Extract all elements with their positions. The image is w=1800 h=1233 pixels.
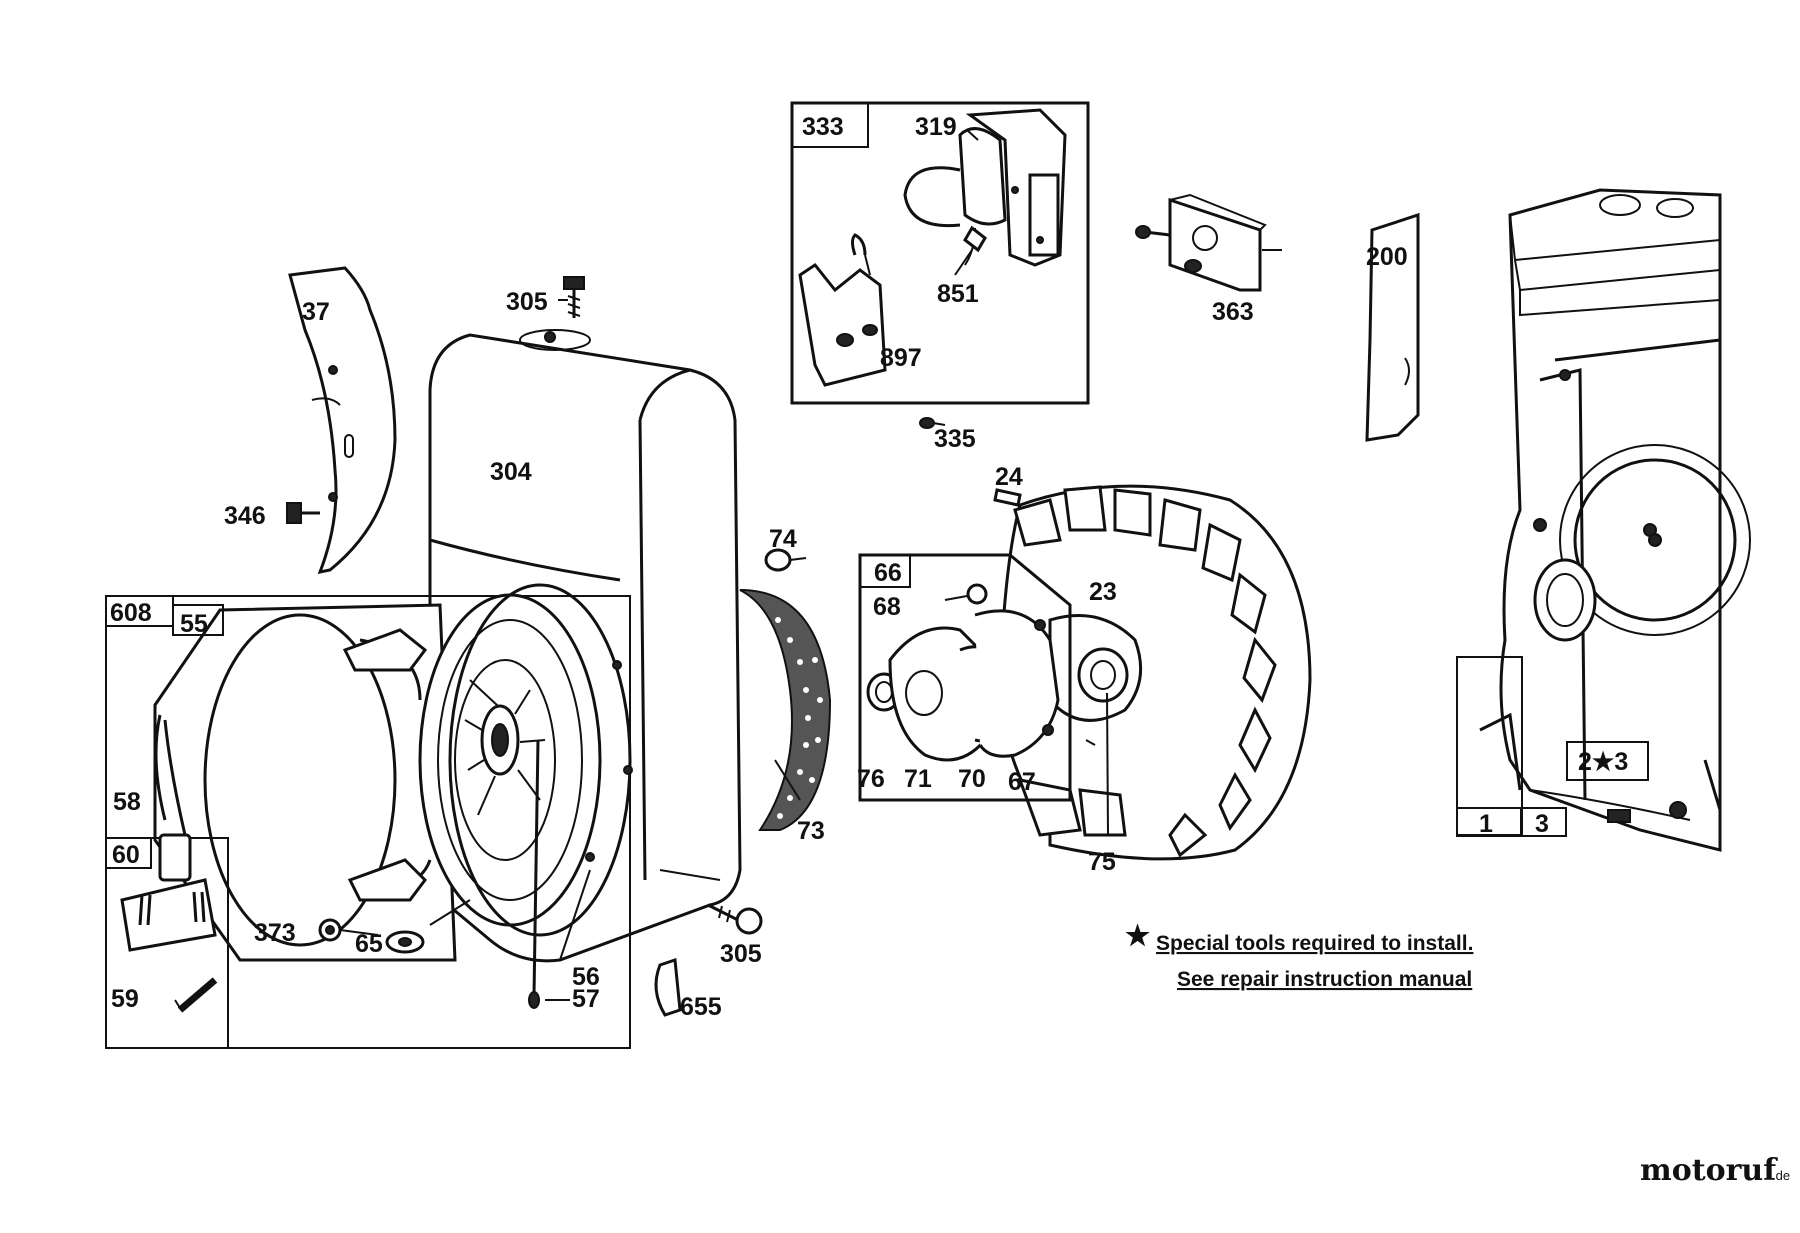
flywheel-nut-75: [1106, 692, 1109, 836]
ball-68: [944, 583, 988, 605]
nut-373: [318, 918, 342, 942]
label-73: 73: [797, 817, 825, 845]
screw-305-top: [563, 276, 585, 318]
label-851: 851: [937, 280, 979, 308]
label-319: 319: [915, 113, 957, 141]
plate-67: [974, 609, 1060, 758]
label-200: 200: [1366, 243, 1408, 271]
leader-lines: [174, 129, 1096, 1009]
label-2-star-3: 2★3: [1578, 748, 1628, 776]
label-655: 655: [680, 993, 722, 1021]
label-897: 897: [880, 344, 922, 372]
label-68: 68: [873, 593, 901, 621]
label-76: 76: [857, 765, 885, 793]
label-60: 60: [112, 841, 140, 869]
label-56: 56: [572, 963, 600, 991]
part-labels: 37 346 305 304 608 55 58 60 59 373 65 56…: [110, 113, 1628, 1021]
label-373: 373: [254, 919, 296, 947]
plate-200: [1365, 212, 1420, 442]
watermark-text: motoruf: [1640, 1153, 1778, 1188]
label-305-bottom: 305: [720, 940, 762, 968]
label-335: 335: [934, 425, 976, 453]
air-guide-37: [288, 266, 397, 575]
label-37: 37: [302, 298, 330, 326]
crankcase: [1479, 188, 1751, 852]
washer-65: [385, 930, 425, 954]
watermark-suffix: .de: [1772, 1168, 1790, 1183]
special-tools-note: ★ Special tools required to install. See…: [1125, 920, 1473, 991]
label-75: 75: [1088, 848, 1116, 876]
flywheel-23: [998, 484, 1312, 861]
note-line-1: Special tools required to install.: [1156, 932, 1473, 955]
starter-pulley-56: [418, 583, 633, 937]
wire-851: [963, 225, 987, 266]
label-1: 1: [1479, 810, 1493, 838]
box-2-star-3: [1566, 741, 1649, 781]
label-70: 70: [958, 765, 986, 793]
rope-handle-60: [120, 833, 217, 952]
label-24: 24: [995, 463, 1023, 491]
screw-335: [919, 417, 946, 429]
watermark-logo: motoruf .de: [1640, 1153, 1790, 1188]
label-65: 65: [355, 930, 383, 958]
label-55: 55: [180, 610, 208, 638]
bolt-346: [286, 502, 320, 524]
clip-655: [654, 957, 682, 1017]
label-608: 608: [110, 599, 152, 627]
starter-rope-57: [528, 739, 540, 1009]
ignition-box-333: [790, 101, 1090, 405]
label-67: 67: [1008, 768, 1036, 796]
label-333: 333: [802, 113, 844, 141]
key-24: [993, 488, 1022, 507]
note-line-2: See repair instruction manual: [1177, 968, 1472, 991]
label-74: 74: [769, 525, 797, 553]
label-23: 23: [1089, 578, 1117, 606]
box-1-3: [1456, 656, 1567, 837]
starter-cover-55: [153, 603, 457, 962]
label-58: 58: [113, 788, 141, 816]
screw-305-bottom: [707, 903, 763, 935]
label-346: 346: [224, 502, 266, 530]
pin-59: [177, 977, 218, 1013]
label-66: 66: [874, 559, 902, 587]
stop-switch-897: [798, 233, 887, 387]
housing-71: [888, 626, 987, 762]
label-304: 304: [490, 458, 532, 486]
label-57: 57: [572, 985, 600, 1013]
rotating-screen-73: [739, 589, 832, 831]
label-305-top: 305: [506, 288, 548, 316]
label-71: 71: [904, 765, 932, 793]
star-icon: ★: [1125, 920, 1150, 951]
label-363: 363: [1212, 298, 1254, 326]
label-59: 59: [111, 985, 139, 1013]
label-3: 3: [1535, 810, 1549, 838]
armature-319: [903, 108, 1067, 267]
clutch-box-66: [858, 553, 1072, 802]
rope-58: [154, 714, 187, 836]
seal-76: [866, 672, 902, 712]
nut-74: [764, 548, 807, 572]
bracket-363: [1135, 193, 1282, 292]
